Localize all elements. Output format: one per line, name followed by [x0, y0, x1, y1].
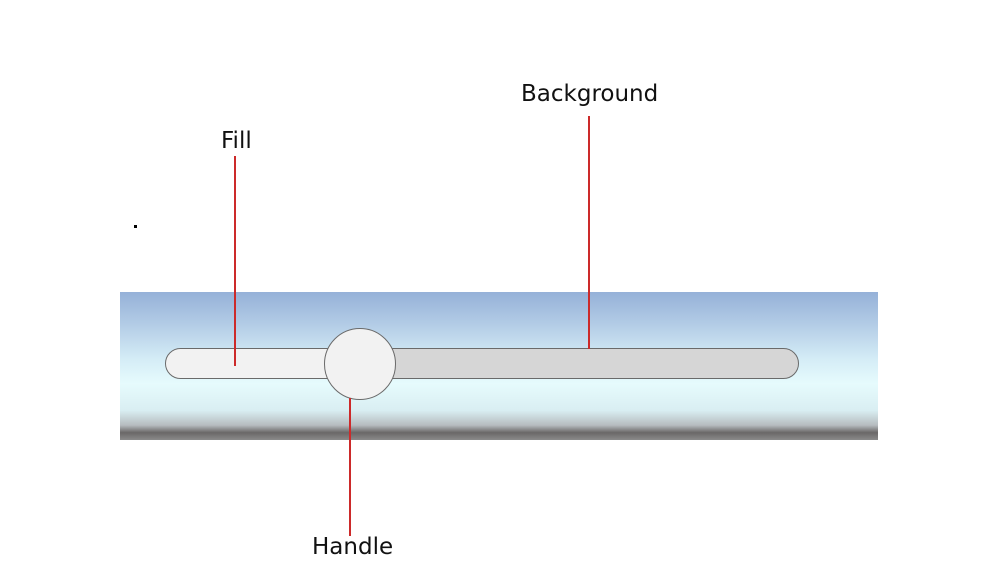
slider-handle[interactable]: [324, 328, 396, 400]
background-label: Background: [521, 81, 659, 107]
slider-background[interactable]: [165, 348, 799, 379]
fill-label: Fill: [221, 128, 252, 154]
fill-leader-line: [234, 156, 236, 366]
handle-leader-line: [349, 398, 351, 536]
background-leader-line: [588, 116, 590, 349]
stray-dot: [134, 225, 137, 228]
handle-label: Handle: [312, 534, 394, 560]
